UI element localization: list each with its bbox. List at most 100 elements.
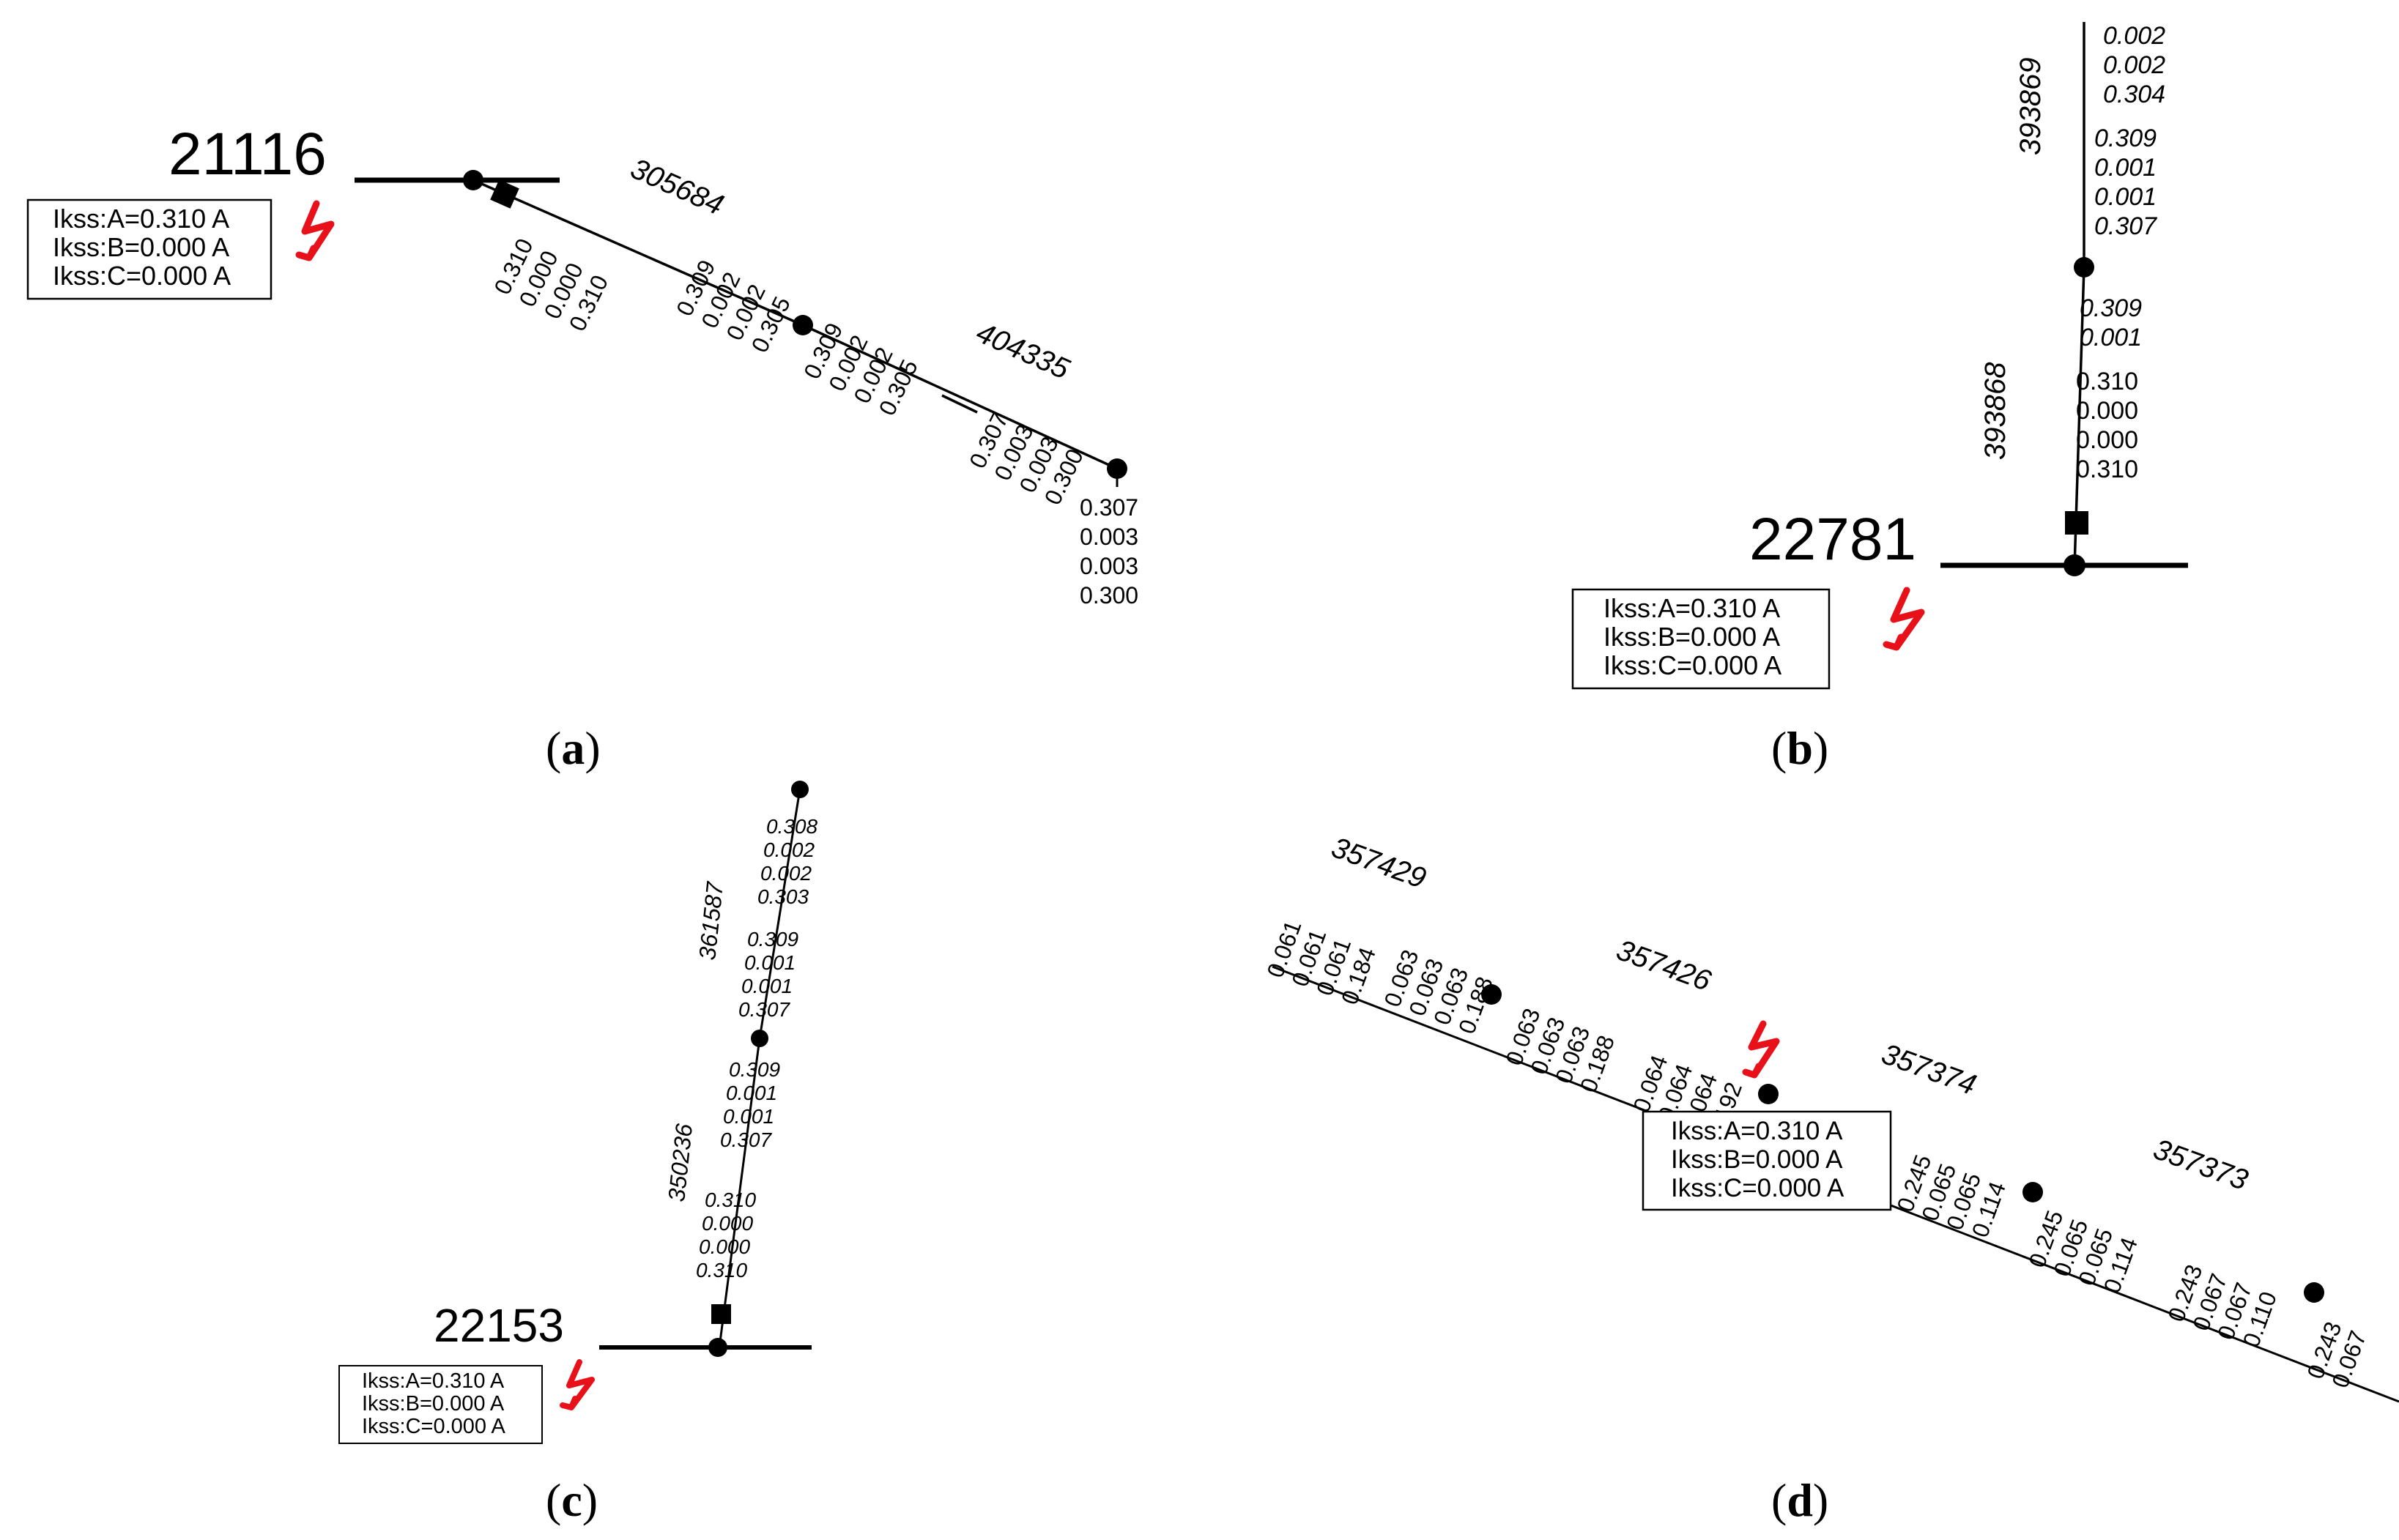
line-node <box>2022 1182 2043 1202</box>
ikss-box: Ikss:A=0.310 A Ikss:B=0.000 A Ikss:C=0.0… <box>1571 588 1831 690</box>
value-label: 0.309 <box>2094 124 2157 152</box>
value-group: 0.310 0.000 0.000 0.310 <box>696 1189 756 1282</box>
value-label: 0.309 <box>747 928 798 951</box>
caption-a: (a) <box>546 722 601 774</box>
value-label: 0.309 <box>2080 294 2142 322</box>
value-group: 0.308 0.002 0.002 0.303 <box>757 815 817 908</box>
value-group: 0.245 0.065 0.065 0.114 <box>1891 1151 2011 1240</box>
ikss-box: Ikss:A=0.310 A Ikss:B=0.000 A Ikss:C=0.0… <box>338 1365 543 1444</box>
value-label: 0.000 <box>2076 426 2138 454</box>
line-node <box>2304 1282 2324 1303</box>
value-label: 0.001 <box>723 1105 774 1128</box>
feeder-line <box>718 1038 761 1348</box>
line-node <box>793 315 813 335</box>
section-label: 350236 <box>663 1123 697 1203</box>
value-label: 0.002 <box>2103 51 2165 79</box>
value-label: 0.307 <box>2094 212 2157 240</box>
section-label: 357429 <box>1327 831 1430 895</box>
value-label: 0.000 <box>702 1212 753 1235</box>
value-label: 0.310 <box>2076 455 2138 483</box>
bus-node <box>463 170 483 190</box>
value-label: 0.309 <box>729 1058 780 1081</box>
bus-label: 22781 <box>1749 506 1916 573</box>
value-label: 0.304 <box>2103 81 2165 108</box>
value-group: 0.307 0.003 0.003 0.300 <box>1080 494 1138 609</box>
value-label: 0.002 <box>2103 22 2165 50</box>
ikss-line-c: Ikss:C=0.000 A <box>1603 650 1781 680</box>
ikss-line-a: Ikss:A=0.310 A <box>53 204 229 234</box>
feeder-gap-mark <box>941 394 978 414</box>
ikss-line-a: Ikss:A=0.310 A <box>1671 1117 1843 1145</box>
value-label: 0.003 <box>1080 524 1138 550</box>
panel-d-diagram: 357429 357426 357374 357373 0.061 0.061 … <box>1261 831 2399 1403</box>
section-label: 357374 <box>1877 1038 1980 1101</box>
value-group: 0.245 0.065 0.065 0.114 <box>2023 1207 2143 1296</box>
breaker-icon <box>711 1304 731 1324</box>
line-node <box>2074 257 2094 278</box>
section-label: 305684 <box>626 152 728 221</box>
feeder-line <box>758 789 801 1039</box>
caption-b: (b) <box>1771 722 1829 774</box>
value-group: 0.063 0.063 0.063 0.188 <box>1379 946 1498 1037</box>
value-label: 0.307 <box>720 1128 772 1151</box>
value-label: 0.303 <box>757 885 809 908</box>
line-node <box>791 781 809 798</box>
value-group: 0.310 0.000 0.000 0.310 <box>2076 368 2138 483</box>
ikss-box: Ikss:A=0.310 A Ikss:B=0.000 A Ikss:C=0.0… <box>1642 1110 1892 1211</box>
value-label: 0.307 <box>738 998 790 1021</box>
panel-b-diagram: 22781 Ikss:A=0.310 A Ikss:B=0.000 A Ikss… <box>1571 22 2188 690</box>
bus-node <box>708 1338 727 1357</box>
fault-arrow-icon <box>560 1359 595 1410</box>
value-group: 0.309 0.001 0.001 0.307 <box>738 928 798 1021</box>
value-label: 0.001 <box>744 951 796 974</box>
fault-arrow-icon <box>1742 1020 1780 1079</box>
ikss-line-b: Ikss:B=0.000 A <box>53 232 229 262</box>
section-label: 404335 <box>971 316 1075 386</box>
value-group: 0.309 0.001 0.001 0.307 <box>2094 124 2157 240</box>
bus-label: 21116 <box>168 121 327 187</box>
value-label: 0.003 <box>1080 553 1138 579</box>
ikss-box: Ikss:A=0.310 A Ikss:B=0.000 A Ikss:C=0.0… <box>26 198 272 300</box>
section-label: 393869 <box>2014 58 2047 155</box>
value-label: 0.001 <box>726 1082 777 1104</box>
line-node <box>1481 984 1502 1005</box>
bus-label: 22153 <box>434 1299 564 1352</box>
section-label: 393868 <box>1979 362 2011 460</box>
panel-c-diagram: 22153 Ikss:A=0.310 A Ikss:B=0.000 A Ikss… <box>338 781 817 1444</box>
line-node <box>751 1030 768 1047</box>
value-group: 0.309 0.002 0.002 0.305 <box>671 256 796 357</box>
bus-node <box>2064 554 2085 576</box>
value-group: 0.309 0.002 0.002 0.305 <box>798 319 923 420</box>
fault-arrow-icon <box>1883 587 1925 651</box>
value-group: 0.309 0.001 0.001 0.307 <box>720 1058 780 1151</box>
panel-a-diagram: 21116 Ikss:A=0.310 A Ikss:B=0.000 A Ikss… <box>26 121 1138 609</box>
breaker-icon <box>490 179 519 209</box>
ikss-line-b: Ikss:B=0.000 A <box>1603 622 1780 652</box>
breaker-icon <box>2065 511 2088 535</box>
value-label: 0.308 <box>766 815 817 838</box>
section-label: 357426 <box>1612 934 1716 997</box>
value-label: 0.001 <box>2094 183 2157 211</box>
feeder-line <box>802 324 1118 470</box>
value-label: 0.310 <box>2076 368 2138 395</box>
ikss-line-b: Ikss:B=0.000 A <box>362 1392 505 1416</box>
value-group: 0.061 0.061 0.061 0.184 <box>1261 917 1381 1008</box>
value-label: 0.310 <box>696 1259 747 1282</box>
value-label: 0.001 <box>2094 154 2157 182</box>
feeder-line <box>472 179 804 327</box>
ikss-line-c: Ikss:C=0.000 A <box>53 261 231 291</box>
value-label: 0.300 <box>1080 582 1138 609</box>
value-label: 0.002 <box>763 838 815 861</box>
caption-d: (d) <box>1771 1474 1829 1526</box>
ikss-line-a: Ikss:A=0.310 A <box>362 1369 505 1393</box>
value-group: 0.310 0.000 0.000 0.310 <box>489 234 613 335</box>
line-node <box>1107 458 1127 479</box>
fault-arrow-icon <box>295 200 335 261</box>
value-group: 0.002 0.002 0.304 <box>2103 22 2165 108</box>
value-label: 0.001 <box>741 975 793 997</box>
value-group: 0.063 0.063 0.063 0.188 <box>1500 1005 1620 1096</box>
ikss-line-c: Ikss:C=0.000 A <box>362 1415 506 1438</box>
value-group: 0.243 0.067 <box>2302 1318 2371 1391</box>
value-group: 0.309 0.001 <box>2080 294 2142 351</box>
